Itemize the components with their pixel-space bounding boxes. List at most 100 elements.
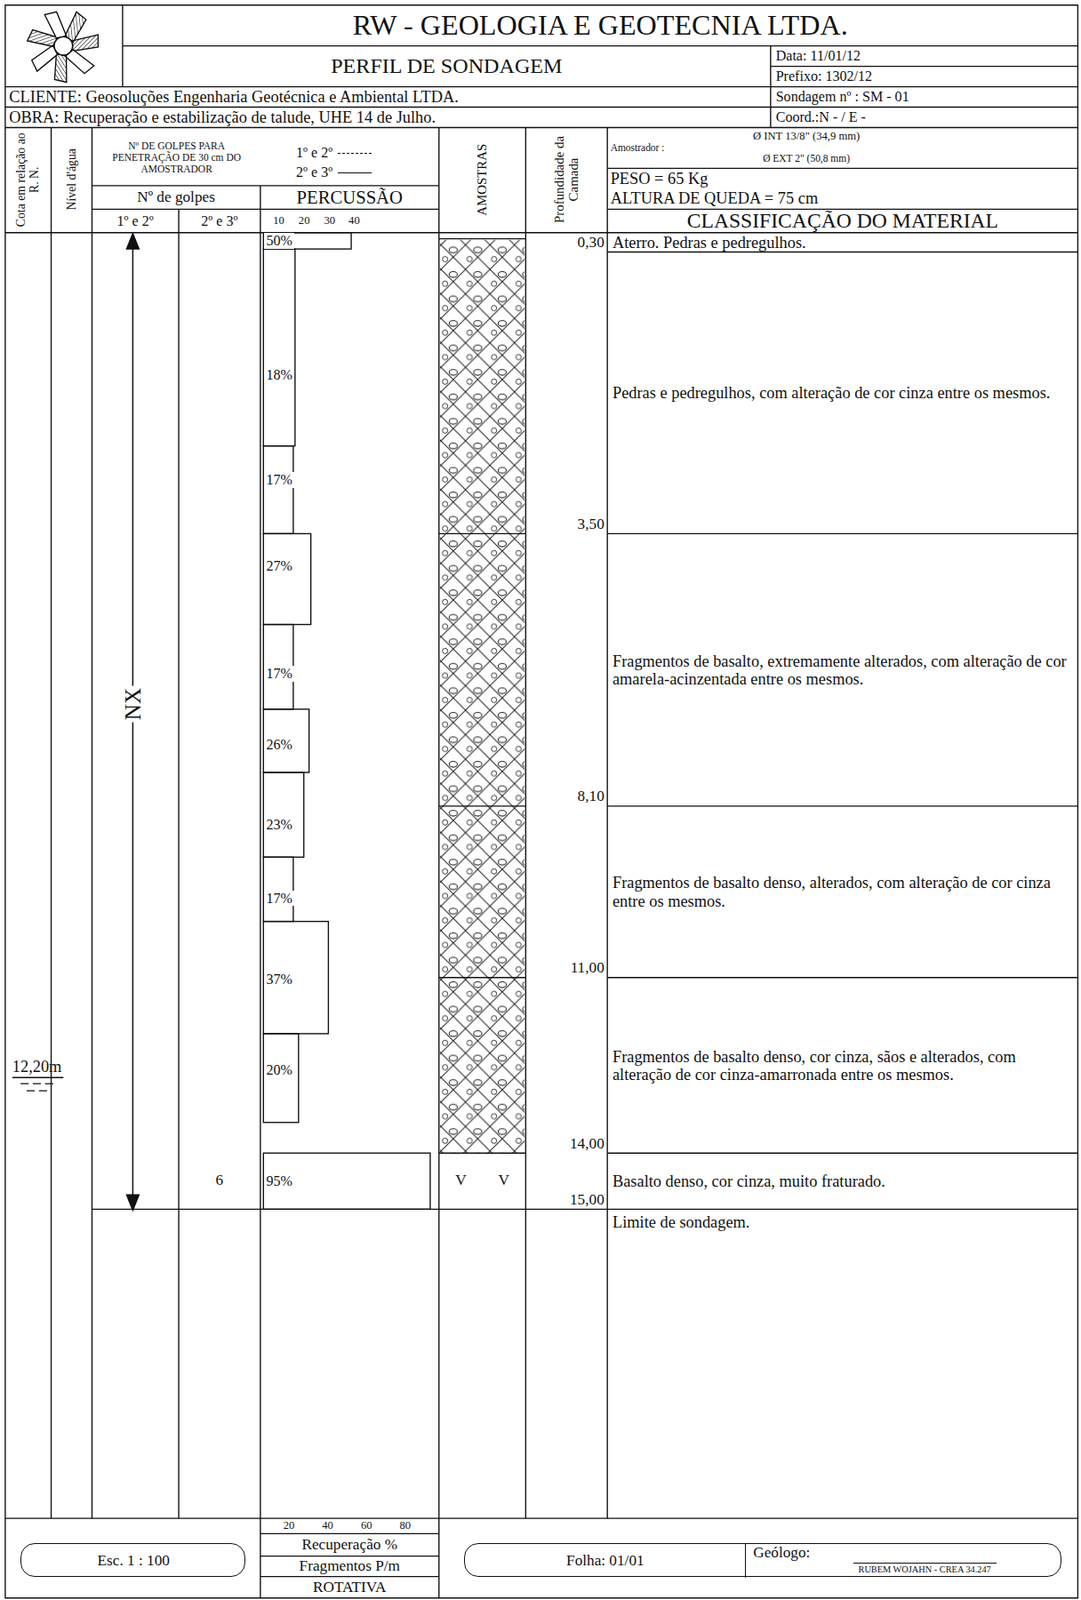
nx-arrow-part xyxy=(127,233,140,249)
label-text: 27% xyxy=(264,558,294,575)
recovery-bar xyxy=(263,709,309,773)
label-text: ROTATIVA xyxy=(312,1579,387,1597)
label-text: 95% xyxy=(264,1173,294,1190)
recovery-bar xyxy=(263,1153,431,1210)
sample-column-part xyxy=(440,240,525,1154)
depth-value: 3,50 xyxy=(528,516,605,533)
label-text: 10 xyxy=(272,215,285,228)
scale-caption: Recuperação % xyxy=(260,1534,440,1557)
label-text: 14,00 xyxy=(569,1136,605,1154)
scale-tick: 20 xyxy=(291,211,317,233)
scale-caption: Fragmentos P/m xyxy=(260,1556,440,1578)
label-text: 20% xyxy=(264,1062,294,1079)
column-header: CLASSIFICAÇÃO DO MATERIAL xyxy=(607,210,1078,233)
layer-description: Fragmentos de basalto denso, alterados, … xyxy=(612,806,1074,978)
label-text: Ø EXT 2" (50,8 mm) xyxy=(762,152,850,165)
sampler-spec: Ø EXT 2" (50,8 mm) xyxy=(704,150,909,169)
recovery-bar xyxy=(263,856,294,921)
form-grid-part xyxy=(91,252,1078,1210)
label-text: 17% xyxy=(264,472,294,489)
label-text: OBRA: Recuperação e estabilização de tal… xyxy=(8,108,436,127)
scale-tick: 80 xyxy=(392,1519,418,1535)
recovery-percent: 17% xyxy=(264,888,310,908)
label-text: 40 xyxy=(321,1520,334,1533)
label-text: 37% xyxy=(264,971,294,988)
label-text: Nº de golpes xyxy=(136,189,216,207)
recovery-bar xyxy=(263,772,304,857)
node-text: Geólogo: xyxy=(752,1545,810,1562)
depth-value: 0,30 xyxy=(528,234,605,251)
legend-line-sample xyxy=(337,172,372,174)
legend-line-sample xyxy=(337,152,372,154)
node-text: Folha: 01/01 xyxy=(566,1553,645,1570)
scale-tick: 60 xyxy=(353,1519,379,1535)
recovery-percent: 37% xyxy=(264,970,310,990)
label-text: Cota em relação ao R. N. xyxy=(14,128,41,232)
recovery-percent: 27% xyxy=(264,557,310,577)
label-text: Ø INT 13/8" (34,9 mm) xyxy=(752,130,860,144)
sample-column-part xyxy=(439,239,527,1154)
nx-arrow-part xyxy=(127,1194,140,1210)
recovery-bar xyxy=(263,446,294,535)
company-title: RW - GEOLOGIA E GEOTECNIA LTDA. xyxy=(122,5,1079,47)
label-text: 50% xyxy=(264,232,294,249)
form-grid-part xyxy=(51,127,609,1598)
form-field: OBRA: Recuperação e estabilização de tal… xyxy=(8,107,769,129)
recovery-bar xyxy=(263,232,352,249)
column-header: 2º e 3º xyxy=(178,208,261,233)
form-grid-part xyxy=(5,168,1079,233)
label-text: CLIENTE: Geosoluções Engenharia Geotécni… xyxy=(8,88,459,106)
label-text: 12,20m xyxy=(12,1057,63,1076)
column-header: 1º e 2º xyxy=(91,208,179,233)
recovery-percent: 26% xyxy=(264,736,310,755)
label-text: Limite de sondagem. xyxy=(612,1213,751,1232)
recovery-bar xyxy=(263,921,329,1034)
label-text: Pedras e pedregulhos, com alteração de c… xyxy=(612,384,1050,402)
casing-label: NX xyxy=(119,686,146,723)
label-text: 30 xyxy=(324,215,337,228)
form-field: Coord.:N - / E - xyxy=(776,107,1077,129)
label-text: Fragmentos de basalto denso, alterados, … xyxy=(612,873,1074,910)
recovery-percent: 18% xyxy=(264,365,310,385)
label-text: Fragmentos de basalto, extremamente alte… xyxy=(612,652,1074,689)
form-grid-part xyxy=(5,5,1079,129)
label-text: Aterro. Pedras e pedregulhos. xyxy=(612,233,807,252)
label-text: Profundidade da Camada xyxy=(552,128,582,232)
label-text: Prefixo: 1302/12 xyxy=(776,68,873,85)
label-text: Amostrador : xyxy=(610,142,665,154)
label-text: 20 xyxy=(298,215,311,228)
recovery-bar xyxy=(263,1033,298,1123)
label-text: Sondagem nº : SM - 01 xyxy=(776,88,910,105)
label-text: NX xyxy=(120,686,145,722)
column-header: Profundidade da Camada xyxy=(545,128,587,232)
label-text: 26% xyxy=(264,736,294,753)
scale-tick: 10 xyxy=(266,211,292,233)
column-header: AMOSTRAS xyxy=(466,128,497,232)
depth-value: 15,00 xyxy=(528,1192,605,1209)
label-text: 6 xyxy=(216,1172,225,1190)
recovery-percent: 23% xyxy=(264,815,310,834)
label-text: 0,30 xyxy=(577,234,605,252)
nx-arrow xyxy=(127,233,140,1211)
label-text: Fragmentos de basalto denso, cor cinza, … xyxy=(612,1048,1074,1084)
label-text: AMOSTRAS xyxy=(474,143,489,216)
label-text: CLASSIFICAÇÃO DO MATERIAL xyxy=(687,209,999,233)
scale-box: Esc. 1 : 100 xyxy=(20,1543,246,1578)
title-text: RW - GEOLOGIA E GEOTECNIA LTDA. xyxy=(352,9,849,41)
label-text: 17% xyxy=(264,665,294,682)
scale-tick: 40 xyxy=(342,211,368,233)
water-level: 12,20m xyxy=(12,1057,74,1078)
depth-value: 11,00 xyxy=(528,960,605,977)
layer-description: Pedras e pedregulhos, com alteração de c… xyxy=(612,252,1074,535)
recovery-percent: 17% xyxy=(264,470,310,489)
form-field: Prefixo: 1302/12 xyxy=(776,66,1077,88)
label-text: PESO = 65 Kg xyxy=(610,169,709,188)
layer-description: Limite de sondagem. xyxy=(612,1211,1074,1234)
label-text: 80 xyxy=(400,1520,412,1533)
label-text: 11,00 xyxy=(570,960,605,977)
hammer-spec: ALTURA DE QUEDA = 75 cm xyxy=(610,188,1071,209)
sheet-signature-box: Folha: 01/01Geólogo:RUBEM WOJAHN - CREA … xyxy=(464,1543,1062,1578)
company-logo xyxy=(27,10,99,82)
label-text: 20 xyxy=(283,1520,296,1533)
